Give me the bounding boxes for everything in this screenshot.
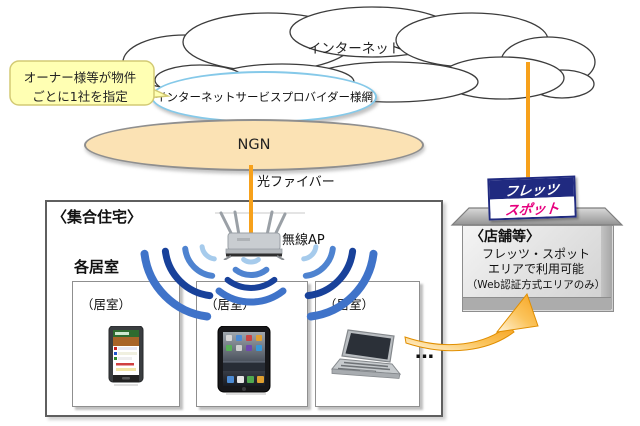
tablet-image <box>217 326 271 395</box>
shop-text-line3: （Web認証方式エリアのみ） <box>466 279 606 291</box>
wifi-waves-right-icon <box>301 244 378 321</box>
shop-title: 〈店舗等〉 <box>470 229 540 245</box>
flets-spot-logo-line2: スポット <box>504 200 560 219</box>
wifi-waves-middle-icon <box>215 257 287 306</box>
isp-network-label: インターネットサービスプロバイダー様網 <box>154 90 374 104</box>
owner-callout-line2: ごとに1社を指定 <box>32 89 128 105</box>
ngn-ellipse: NGN <box>84 119 424 171</box>
owner-callout-bubble <box>9 60 171 106</box>
isp-network-ellipse: インターネットサービスプロバイダー様網 <box>151 71 377 123</box>
spot-connection-line <box>526 62 530 180</box>
room-1-label: （居室） <box>81 297 132 312</box>
laptop-image <box>331 329 402 379</box>
shop-building-side <box>601 226 612 309</box>
wireless-ap-icon <box>215 208 305 260</box>
wifi-waves-left-icon <box>140 244 217 321</box>
smartphone-image <box>108 326 144 386</box>
fiber-line <box>249 165 253 239</box>
flets-spot-logo-line1: フレッツ <box>503 181 560 200</box>
internet-label: インターネット <box>307 41 403 57</box>
owner-callout: オーナー様等が物件 ごとに1社を指定 <box>12 68 148 107</box>
apartment-title: 〈集合住宅〉 <box>52 208 143 226</box>
shop-building-floor <box>463 297 611 310</box>
ngn-label: NGN <box>237 137 271 153</box>
rooms-heading: 各居室 <box>74 258 120 276</box>
fiber-label: 光ファイバー <box>257 175 335 190</box>
owner-callout-line1: オーナー様等が物件 <box>23 70 137 85</box>
flets-spot-logo: フレッツ スポット <box>487 175 577 221</box>
shop-text-line1: フレッツ・スポット <box>481 247 590 261</box>
wireless-ap-label: 無線AP <box>282 233 325 248</box>
shop-text-line2: エリアで利用可能 <box>487 262 584 276</box>
roaming-arrow <box>404 292 539 352</box>
